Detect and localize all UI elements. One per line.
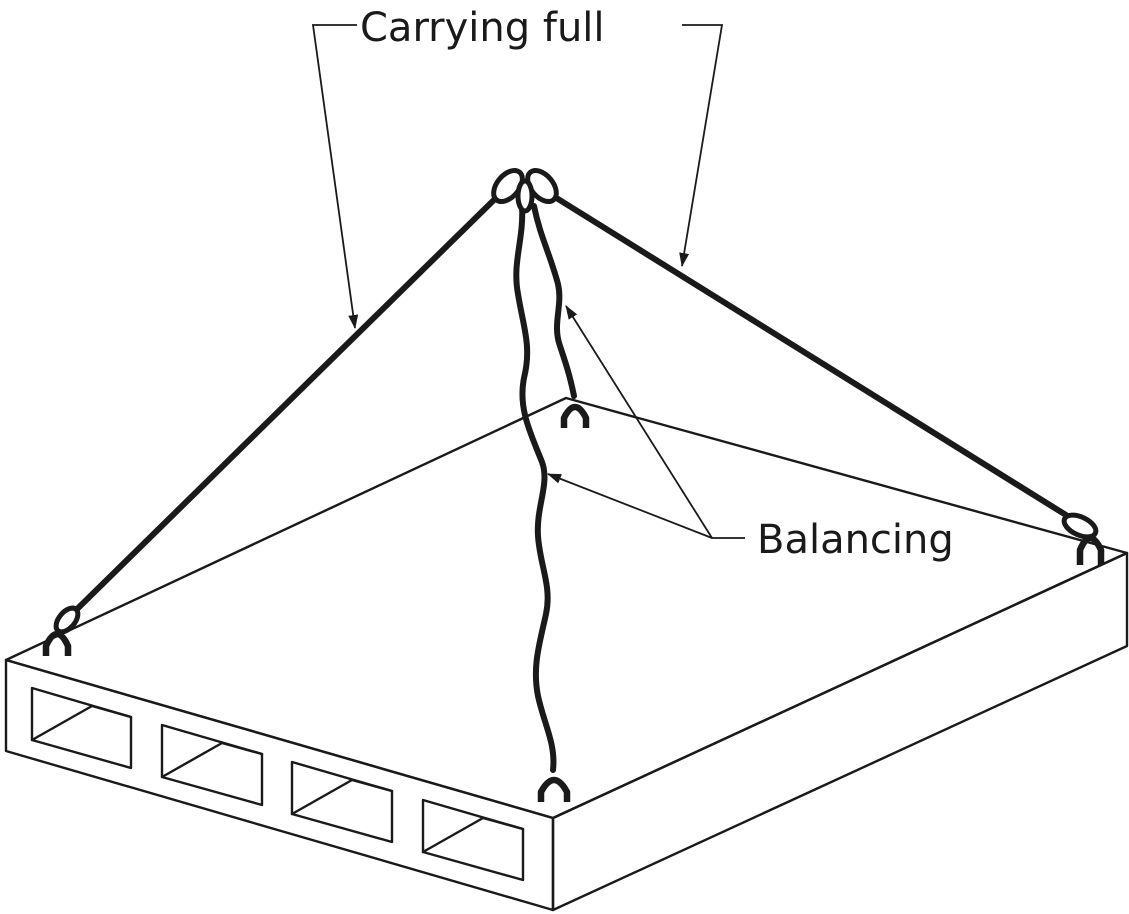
carrying-sling-right <box>547 191 1077 523</box>
slab-front-face <box>4 658 555 912</box>
back-lifting-hook <box>560 403 590 428</box>
carrying-sling-left <box>67 191 503 619</box>
left-lifting-hook <box>42 630 72 656</box>
balancing-annotation: Balancing <box>547 305 954 563</box>
core-opening <box>30 686 133 770</box>
carrying-leader-left <box>311 24 359 329</box>
carrying-annotation: Carrying full <box>311 5 724 329</box>
left-sling-eye <box>53 605 81 635</box>
core-opening <box>290 760 394 844</box>
core-opening <box>160 723 264 807</box>
core-opening <box>421 798 525 882</box>
slab-top-face <box>4 396 1129 820</box>
crane-master-link <box>491 168 559 214</box>
balancing-leader-lower <box>547 473 713 539</box>
carrying-label: Carrying full <box>360 5 605 51</box>
balancing-sling-back <box>531 203 577 399</box>
balancing-sling-front <box>513 203 557 773</box>
carrying-leader-right <box>679 24 724 267</box>
balancing-label: Balancing <box>757 517 954 563</box>
lifting-hooks <box>42 403 1105 802</box>
front-lifting-hook <box>537 776 571 802</box>
master-link-inner-loop <box>515 178 535 214</box>
hollow-core-slab <box>4 396 1129 912</box>
hollow-core-openings <box>30 686 525 882</box>
slab-side-face <box>551 551 1129 912</box>
carrying-slings <box>53 191 1099 635</box>
balancing-slings <box>513 203 577 773</box>
right-sling-eye <box>1061 512 1099 540</box>
